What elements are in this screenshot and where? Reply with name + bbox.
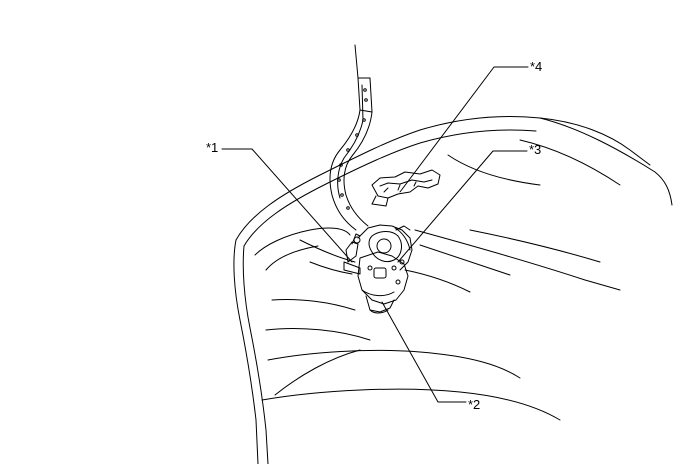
hinge-mechanism-part-3	[358, 225, 412, 270]
hinge-bracket-part-4	[372, 170, 440, 206]
callout-label-4: *4	[530, 59, 543, 74]
callout-label-1: *1	[206, 140, 219, 155]
hinge-arm	[330, 45, 372, 230]
hinge-bolt-part-1	[344, 234, 360, 274]
callout-label-3: *3	[529, 142, 542, 157]
trunk-body	[234, 117, 672, 464]
leader-line-4	[400, 67, 528, 192]
leader-lines	[222, 67, 528, 402]
leader-line-3	[398, 151, 527, 262]
leader-line-1	[222, 149, 352, 262]
callout-label-2: *2	[468, 397, 481, 412]
hinge-lower-part-2	[358, 252, 408, 313]
leader-line-2	[382, 302, 466, 402]
